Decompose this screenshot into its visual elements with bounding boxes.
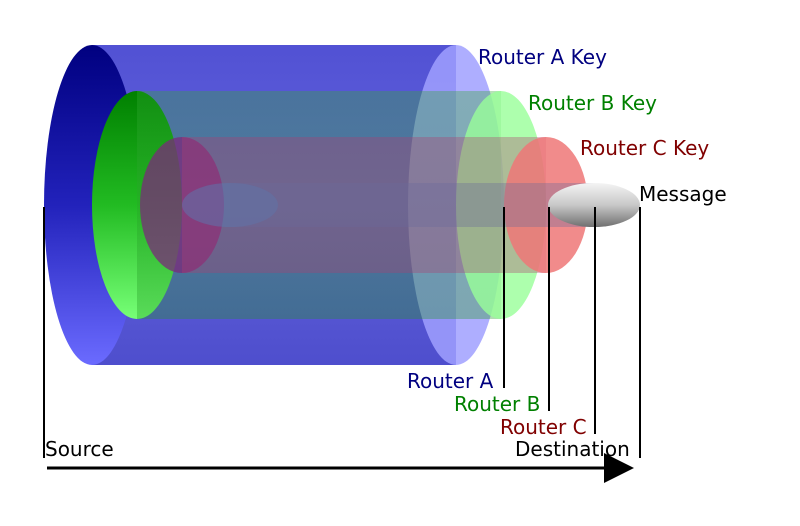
destination-label: Destination	[515, 437, 630, 461]
router-a-label: Router A	[407, 369, 494, 393]
message-inner-face	[182, 183, 278, 227]
router-b-label: Router B	[454, 392, 540, 416]
layer-c-right-face	[504, 137, 588, 273]
router-c-label: Router C	[500, 415, 587, 439]
message-right-face	[548, 183, 640, 227]
source-label: Source	[45, 437, 114, 461]
message-capsule	[182, 183, 640, 227]
key-c-label: Router C Key	[580, 136, 709, 160]
message-label: Message	[639, 182, 727, 206]
key-a-label: Router A Key	[478, 45, 607, 69]
key-b-label: Router B Key	[528, 91, 657, 115]
marker-lines	[43, 207, 641, 458]
